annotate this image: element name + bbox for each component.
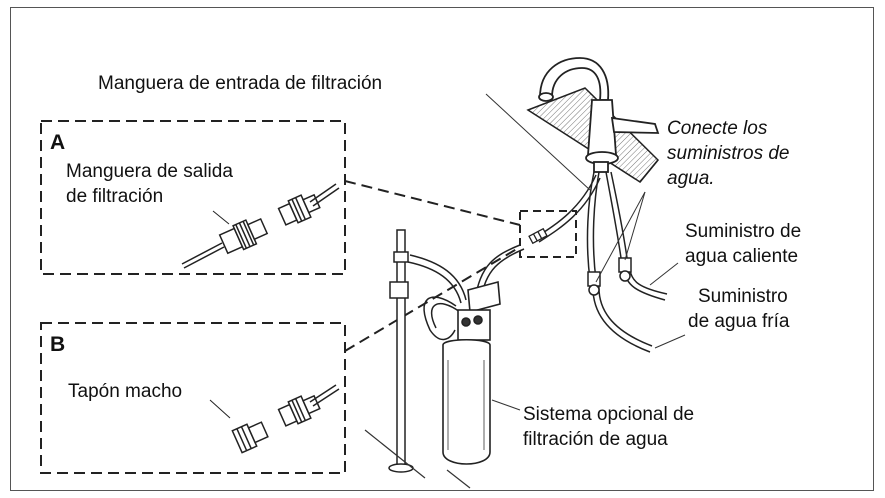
connection-highlight-box bbox=[519, 210, 577, 258]
filter-system-line1: Sistema opcional de bbox=[523, 404, 695, 425]
inlet-hose-label: Manguera de entrada de filtración bbox=[98, 73, 383, 94]
hot-supply-line2: agua caliente bbox=[685, 246, 799, 267]
connect-supplies-line1: Conecte los bbox=[667, 118, 768, 139]
detail-callout-lines bbox=[344, 180, 521, 352]
panel-a-label-line1: Manguera de salida bbox=[66, 161, 233, 182]
cold-supply-line2: de agua fría bbox=[688, 311, 790, 332]
panel-a-letter: A bbox=[50, 131, 66, 154]
mounting-post bbox=[388, 229, 414, 473]
connect-supplies-line3: agua. bbox=[667, 168, 715, 189]
panel-b-label: Tapón macho bbox=[68, 381, 183, 402]
detail-panel-b bbox=[40, 322, 346, 474]
faucet bbox=[538, 57, 660, 173]
inlet-connector bbox=[528, 227, 548, 245]
filter-system-line2: filtración de agua bbox=[523, 429, 668, 450]
diagram-frame bbox=[10, 7, 874, 491]
hot-supply-line1: Suministro de bbox=[685, 221, 802, 242]
filter-system bbox=[442, 280, 501, 465]
cabinet-floor-lines bbox=[364, 429, 471, 489]
connect-supplies-line2: suministros de bbox=[667, 143, 790, 164]
supply-fittings bbox=[587, 257, 632, 296]
panel-b-plug-fittings bbox=[209, 384, 340, 454]
detail-panel-a bbox=[40, 120, 346, 275]
cold-supply-line1: Suministro bbox=[698, 286, 788, 307]
panel-a-label-line2: de filtración bbox=[66, 186, 164, 207]
panel-a-hose-fittings bbox=[181, 183, 340, 269]
label-leader-lines bbox=[485, 93, 686, 411]
panel-b-letter: B bbox=[50, 333, 66, 356]
